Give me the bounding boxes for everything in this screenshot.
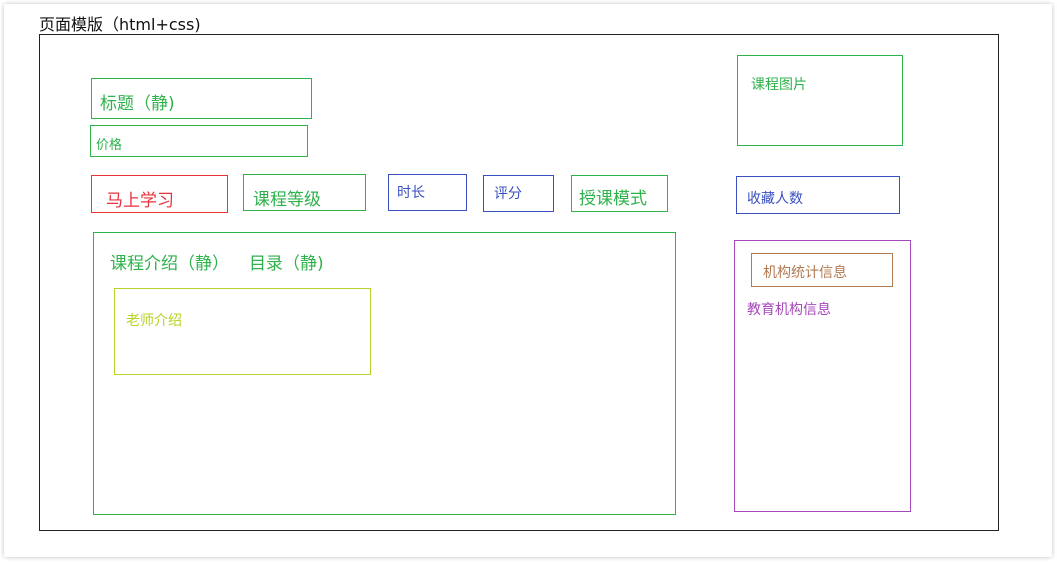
page-outline bbox=[39, 34, 999, 531]
teacher-intro-label: 老师介绍 bbox=[126, 313, 182, 329]
catalog-label: 目录（静) bbox=[249, 254, 324, 274]
page-title: 页面模版（html+css) bbox=[39, 15, 201, 34]
course-image-label: 课程图片 bbox=[751, 77, 807, 93]
rating-label: 评分 bbox=[494, 186, 522, 202]
favorites-count-box: 收藏人数 bbox=[736, 176, 900, 214]
price-box: 价格 bbox=[90, 125, 308, 157]
learn-now-button[interactable]: 马上学习 bbox=[91, 175, 228, 213]
title-label: 标题（静) bbox=[100, 94, 175, 114]
institution-info-label: 教育机构信息 bbox=[747, 302, 831, 318]
course-image-box: 课程图片 bbox=[737, 55, 903, 146]
course-level-label: 课程等级 bbox=[253, 190, 321, 210]
course-level-box: 课程等级 bbox=[243, 174, 366, 211]
screenshot-frame bbox=[4, 4, 1052, 557]
teacher-intro-box: 老师介绍 bbox=[114, 288, 371, 375]
course-intro-box: 课程介绍（静） 目录（静) bbox=[93, 232, 676, 515]
institution-stats-label: 机构统计信息 bbox=[763, 265, 847, 281]
institution-stats-box: 机构统计信息 bbox=[751, 253, 893, 287]
price-label: 价格 bbox=[96, 138, 123, 153]
duration-label: 时长 bbox=[397, 185, 425, 201]
duration-box: 时长 bbox=[388, 174, 467, 211]
course-intro-label: 课程介绍（静） bbox=[110, 254, 229, 274]
teaching-mode-label: 授课模式 bbox=[579, 189, 647, 209]
learn-now-label: 马上学习 bbox=[106, 191, 174, 211]
title-box: 标题（静) bbox=[91, 78, 312, 119]
teaching-mode-box: 授课模式 bbox=[571, 175, 668, 212]
institution-info-box: 教育机构信息 bbox=[734, 240, 911, 512]
favorites-count-label: 收藏人数 bbox=[747, 191, 803, 207]
rating-box: 评分 bbox=[483, 175, 554, 212]
